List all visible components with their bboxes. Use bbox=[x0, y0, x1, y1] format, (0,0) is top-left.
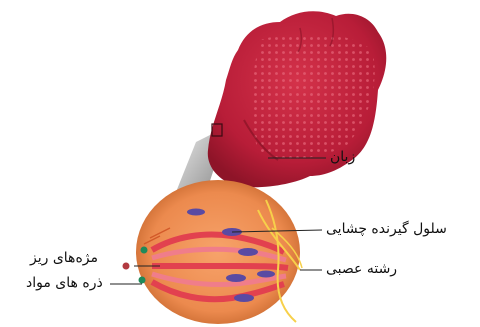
label-taste-receptor-cell: سلول گیرنده چشایی bbox=[326, 222, 447, 236]
tongue-illustration bbox=[208, 11, 386, 187]
taste-bud-illustration bbox=[123, 180, 303, 324]
label-nerve-fiber: رشته عصبی bbox=[326, 262, 397, 276]
label-tongue: زبان bbox=[330, 150, 355, 164]
label-microvilli: مژه‌های ریز bbox=[30, 251, 98, 265]
label-substance-particles: ذره های مواد bbox=[26, 276, 103, 290]
